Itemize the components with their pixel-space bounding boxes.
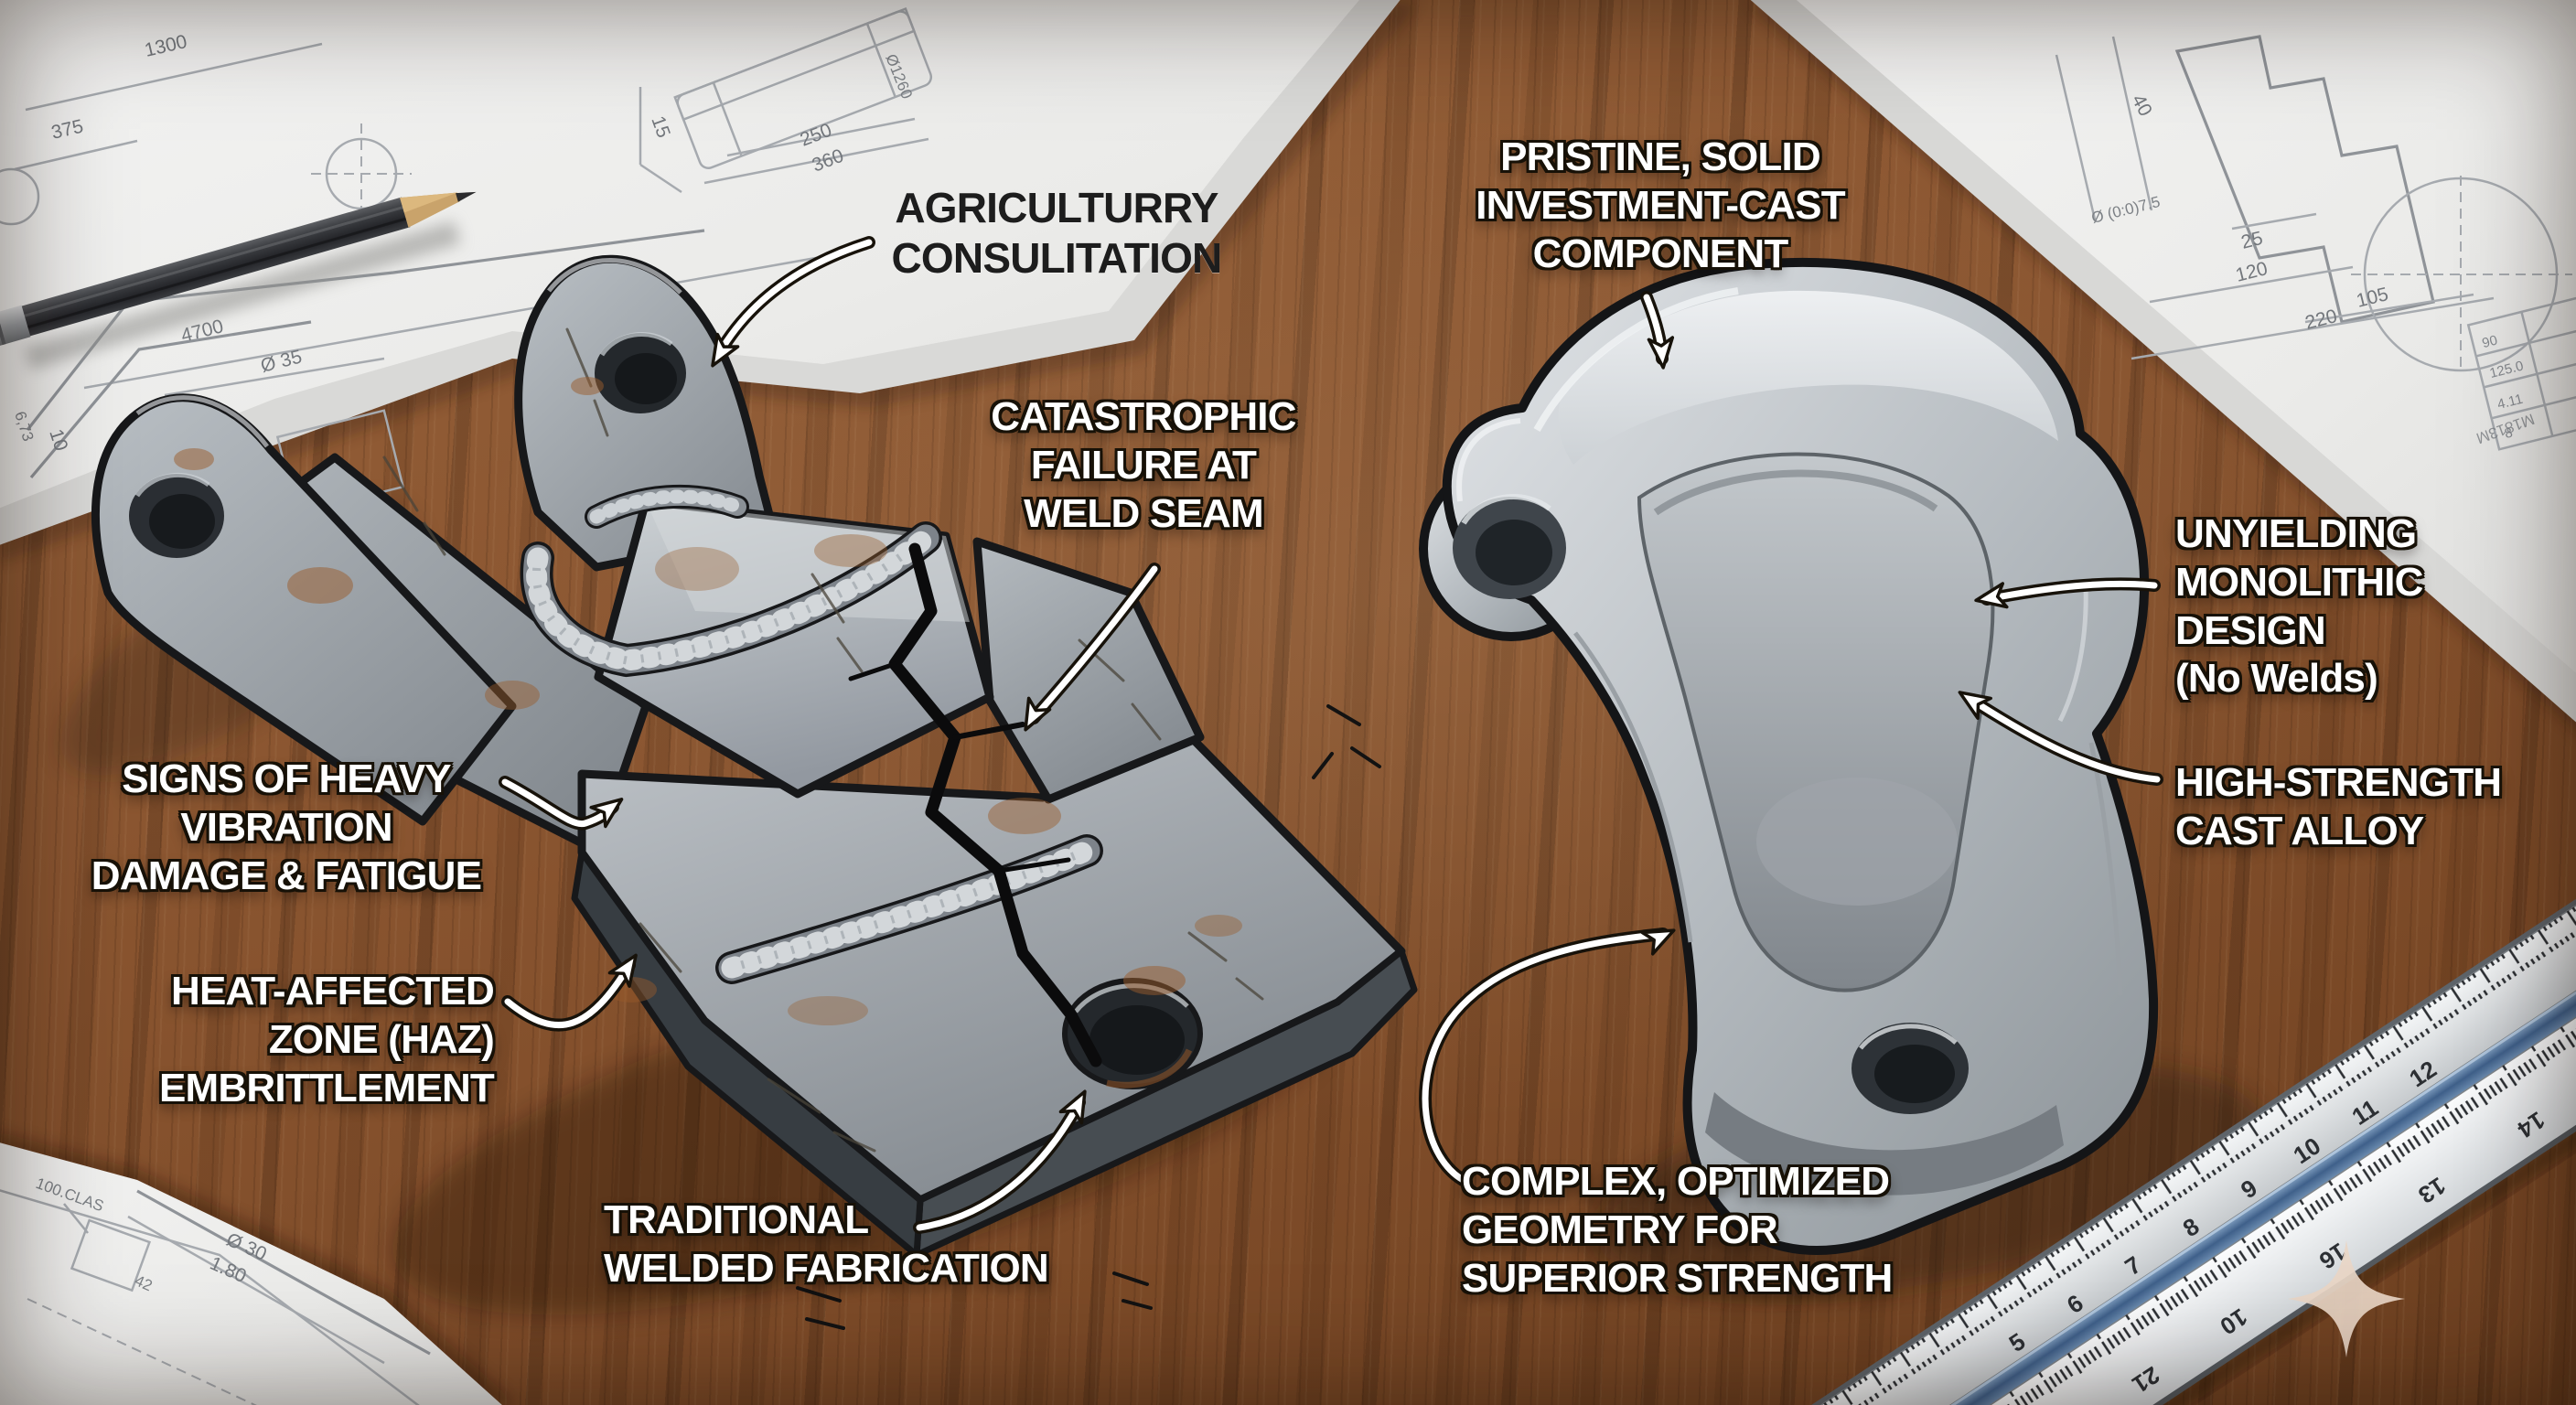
blueprint-sheet-top-left: 1300 375 15 4700 Ø 35 10 6,73 250 360 Ø1… [0, 0, 1418, 563]
callout-haz-embrittlement: HEAT-AFFECTED ZONE (HAZ) EMBRITTLEMENT [158, 969, 495, 1110]
leader-arrow-consultation [711, 236, 875, 368]
blueprint-tl-drawing [0, 6, 933, 515]
dim-25: 25 [2239, 228, 2265, 253]
titleblock-row-1: 90 [2481, 333, 2499, 352]
watermark-sparkle-icon [2288, 1240, 2405, 1357]
callout-consultation: AGRICULTURRY CONSULITATION [891, 184, 1223, 283]
cast-bracket [1419, 257, 2159, 1255]
callout-catastrophic-failure: CATASTROPHIC FAILURE AT WELD SEAM [991, 394, 1296, 536]
weld-seam-lower [715, 834, 1103, 984]
leader-arrow-haz [501, 953, 638, 1032]
titleblock-row-3: 4.11 [2496, 391, 2524, 413]
leader-arrow-monolithic [1974, 577, 2161, 609]
blueprint-tr-drawing [2055, 35, 2576, 451]
callout-vibration-damage: SIGNS OF HEAVY VIBRATION DAMAGE & FATIGU… [91, 756, 482, 898]
titleblock-row-4: 8 [2503, 425, 2514, 443]
weld-seam-small [585, 484, 749, 529]
rust-patches [174, 377, 1242, 1025]
callout-traditional-welded: TRADITIONAL WELDED FABRICATION [604, 1197, 1049, 1291]
leader-arrow-geometry [1419, 928, 1676, 1188]
pencil [0, 191, 477, 370]
blueprint-sheet-bottom-left: 100.CLAS Ø 30 1.80 42 [0, 1132, 518, 1405]
hairline-cracks [382, 327, 1264, 1153]
weld-seam-upper [520, 521, 942, 678]
callout-pristine-cast: PRISTINE, SOLID INVESTMENT-CAST COMPONEN… [1476, 134, 1845, 276]
leader-arrow-alloy [1958, 691, 2163, 786]
leader-arrow-pristine [1640, 291, 1675, 370]
crack [848, 542, 1102, 1067]
leader-arrow-traditional [913, 1089, 1087, 1234]
weldment-bracket [91, 254, 1418, 1259]
leader-arrow-vibration [499, 776, 624, 831]
wood-crack-marks [796, 704, 1381, 1330]
blueprint-sheet-top-right: 40 Ø (0:0)7.5 25 120 105 220 90 125.0 4.… [1745, 0, 2576, 731]
leader-arrow-catastrophic [1024, 563, 1161, 732]
blueprint-bl-drawing [0, 1189, 431, 1405]
callout-cast-alloy: HIGH-STRENGTH CAST ALLOY [2175, 760, 2502, 853]
callout-monolithic-design: UNYIELDING MONOLITHIC DESIGN (No Welds) [2175, 511, 2423, 702]
callout-optimized-geometry: COMPLEX, OPTIMIZED GEOMETRY FOR SUPERIOR… [1462, 1159, 1893, 1301]
